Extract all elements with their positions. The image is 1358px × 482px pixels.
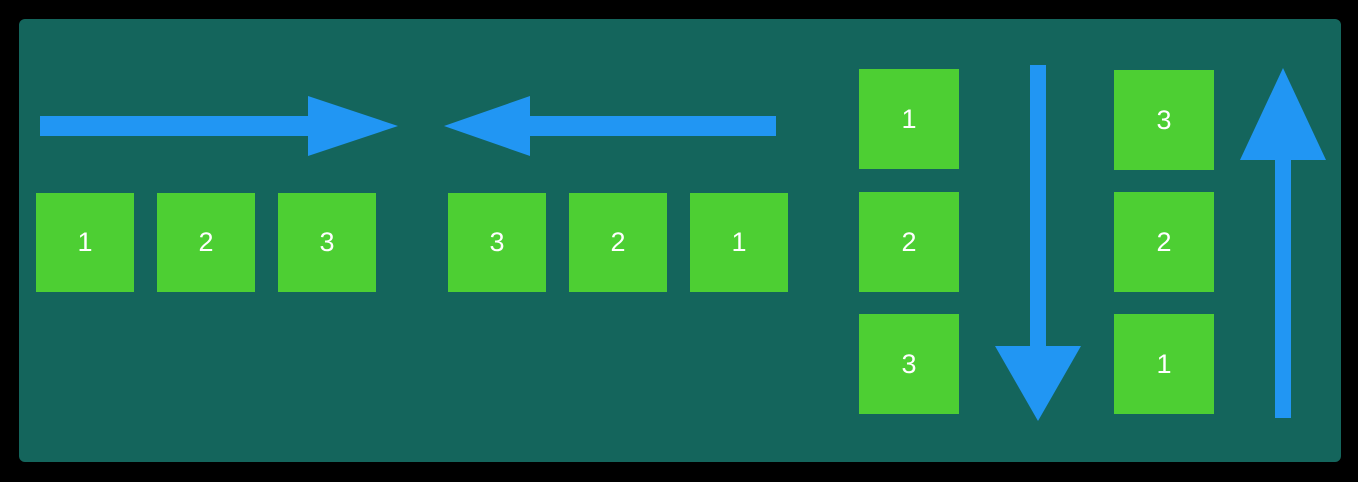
array-cell[interactable]: 1 [690, 193, 788, 292]
array-cell-label: 2 [1156, 226, 1172, 257]
array-cell-label: 1 [77, 227, 93, 257]
reverse-arrow-icon [444, 96, 776, 156]
array-cell-label: 3 [319, 227, 335, 257]
array-cell[interactable]: 3 [859, 314, 959, 414]
array-cell[interactable]: 2 [157, 193, 255, 292]
array-cell-label: 1 [731, 227, 747, 257]
array-cell[interactable]: 2 [569, 193, 667, 292]
forward-arrow-icon [40, 96, 398, 156]
array-cell-label: 3 [901, 348, 917, 379]
array-cell[interactable]: 3 [1114, 70, 1214, 170]
array-cell[interactable]: 1 [36, 193, 134, 292]
array-cell[interactable]: 2 [859, 192, 959, 292]
array-cell[interactable]: 3 [278, 193, 376, 292]
up-arrow-icon [1240, 68, 1326, 418]
array-cell[interactable]: 1 [1114, 314, 1214, 414]
array-cell-label: 3 [489, 227, 505, 257]
diagram-panel: 1 2 3 3 2 1 1 2 3 3 2 [19, 19, 1341, 462]
array-cell[interactable]: 2 [1114, 192, 1214, 292]
array-cell-label: 2 [610, 227, 626, 257]
array-cell-label: 2 [901, 226, 917, 257]
array-cell-label: 3 [1156, 104, 1172, 135]
array-cell-label: 1 [901, 103, 917, 134]
array-cell[interactable]: 3 [448, 193, 546, 292]
array-cell[interactable]: 1 [859, 69, 959, 169]
array-cell-label: 1 [1156, 348, 1172, 379]
array-cell-label: 2 [198, 227, 214, 257]
down-arrow-icon [995, 65, 1081, 421]
